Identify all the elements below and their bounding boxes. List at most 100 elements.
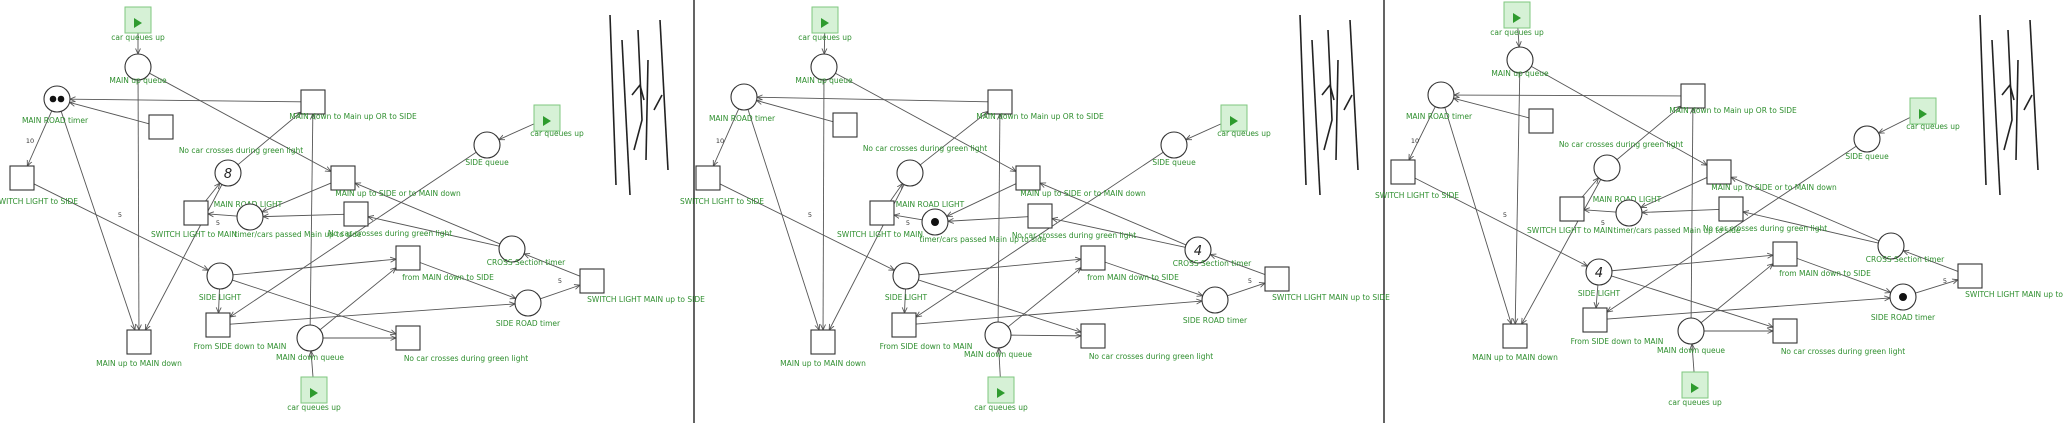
place-main-road-timer[interactable]: MAIN ROAD timer xyxy=(1406,81,1473,121)
transition-from-main-down-to-side[interactable]: from MAIN down to SIDE xyxy=(1080,245,1179,282)
transition-label: SWITCH LIGHT to MAIN xyxy=(151,230,237,239)
transition-main-up-to-main-down[interactable]: MAIN up to MAIN down xyxy=(96,329,182,368)
transition-switch-light-to-main[interactable]: SWITCH LIGHT to MAIN xyxy=(151,200,237,239)
transition-main-down-to-main-up-or-side[interactable]: MAIN down to Main up OR to SIDE xyxy=(1669,83,1797,115)
place-main-road-light[interactable]: MAIN ROAD LIGHT xyxy=(1593,154,1662,204)
transition-switch-light-main-up-to-side[interactable]: SWITCH LIGHT MAIN up to SIDE xyxy=(579,268,705,304)
place-main-down-queue[interactable]: MAIN down queue xyxy=(964,321,1032,359)
transition-no-car-crosses-2[interactable]: No car crosses during green light xyxy=(1012,203,1136,240)
place-timer-cars-passed[interactable]: timer/cars passed Main up to side xyxy=(234,203,362,239)
place-main-down-queue[interactable]: MAIN down queue xyxy=(1657,317,1725,355)
place-main-up-queue[interactable]: MAIN up queue xyxy=(795,53,853,85)
place-side-queue[interactable]: SIDE queue xyxy=(1845,125,1889,161)
transition-label: from MAIN down to SIDE xyxy=(1087,273,1179,282)
transition-switch-light-main-up-to-side[interactable]: SWITCH LIGHT MAIN up to SIDE xyxy=(1957,263,2064,299)
arc xyxy=(205,183,220,202)
place-side-light[interactable]: SIDE LIGHT xyxy=(199,262,242,302)
car-queues-up-source[interactable]: car queues up xyxy=(1490,1,1544,37)
car-queues-up-source[interactable]: car queues up xyxy=(1668,371,1722,407)
place-main-road-timer[interactable]: MAIN ROAD timer xyxy=(709,83,776,123)
transition-switch-light-to-side[interactable]: SWITCH LIGHT to SIDE xyxy=(0,165,78,206)
transition-label: MAIN down to Main up OR to SIDE xyxy=(289,112,417,121)
arc xyxy=(1700,264,1773,324)
transition-box xyxy=(1390,159,1416,185)
transition-from-side-down-to-main[interactable]: From SIDE down to MAIN xyxy=(880,312,973,351)
arc xyxy=(1454,95,1682,96)
transition-switch-light-to-main[interactable]: SWITCH LIGHT to MAIN xyxy=(1527,196,1613,235)
transition-main-up-to-main-down[interactable]: MAIN up to MAIN down xyxy=(780,329,866,368)
transition-no-car-crosses-3[interactable]: No car crosses during green light xyxy=(1772,318,1905,356)
source-box xyxy=(1503,1,1531,29)
place-main-road-light[interactable]: MAIN ROAD LIGHT xyxy=(896,159,965,209)
place-main-road-timer[interactable]: MAIN ROAD timer xyxy=(22,85,89,125)
car-queues-up-source[interactable]: car queues up xyxy=(111,6,165,42)
token-count: 8 xyxy=(224,167,232,182)
road-sketch xyxy=(1299,14,1359,196)
place-cross-section-timer[interactable]: CROSS Section timer xyxy=(487,235,566,267)
transition-no-car-crosses-2[interactable]: No car crosses during green light xyxy=(328,201,452,238)
transition-label: No car crosses during green light xyxy=(1089,352,1213,361)
arc-weight: 5 xyxy=(558,277,562,285)
arc xyxy=(1409,106,1436,160)
transition-label: from MAIN down to SIDE xyxy=(1779,269,1871,278)
car-queues-up-source[interactable]: car queues up xyxy=(530,104,584,138)
sketch-stroke xyxy=(1991,39,2001,196)
transition-main-up-to-main-down[interactable]: MAIN up to MAIN down xyxy=(1472,323,1558,362)
transition-main-down-to-main-up-or-side[interactable]: MAIN down to Main up OR to SIDE xyxy=(289,89,417,121)
transition-switch-light-to-side[interactable]: SWITCH LIGHT to SIDE xyxy=(680,165,764,206)
arc xyxy=(1642,209,1720,212)
car-queues-up-source[interactable]: car queues up xyxy=(287,376,341,412)
transition-label: From SIDE down to MAIN xyxy=(880,342,973,351)
transition-box xyxy=(891,312,917,338)
arc xyxy=(947,183,1017,217)
place-main-up-queue[interactable]: MAIN up queue xyxy=(1491,46,1549,78)
place-side-road-timer[interactable]: SIDE ROAD timer xyxy=(1183,286,1248,325)
transition-switch-light-to-main[interactable]: SWITCH LIGHT to MAIN xyxy=(837,200,923,239)
transition-main-up-to-side-or-main-down[interactable]: MAIN up to SIDE or to MAIN down xyxy=(1706,159,1837,192)
place-main-up-queue[interactable]: MAIN up queue xyxy=(109,53,167,85)
place-side-road-timer[interactable]: SIDE ROAD timer xyxy=(1871,283,1936,322)
place-side-road-timer[interactable]: SIDE ROAD timer xyxy=(496,289,561,328)
car-queues-up-source[interactable]: car queues up xyxy=(1217,104,1271,138)
transition-no-car-crosses-1[interactable]: No car crosses during green light xyxy=(148,114,303,155)
token xyxy=(931,218,939,226)
arc xyxy=(823,79,824,330)
place-cross-section-timer[interactable]: CROSS Section timer xyxy=(1866,232,1945,264)
transition-main-up-to-side-or-main-down[interactable]: MAIN up to SIDE or to MAIN down xyxy=(1015,165,1146,198)
car-queues-up-source[interactable]: car queues up xyxy=(1906,97,1960,131)
transition-box xyxy=(1582,307,1608,333)
transition-switch-light-main-up-to-side[interactable]: SWITCH LIGHT MAIN up to SIDE xyxy=(1264,266,1390,302)
place-side-queue[interactable]: SIDE queue xyxy=(465,131,509,167)
place-main-down-queue[interactable]: MAIN down queue xyxy=(276,324,344,362)
place-timer-cars-passed[interactable]: timer/cars passed Main up to side xyxy=(1613,199,1741,235)
place-label: SIDE LIGHT xyxy=(885,293,928,302)
transition-no-car-crosses-3[interactable]: No car crosses during green light xyxy=(1080,323,1213,361)
car-queues-up-source[interactable]: car queues up xyxy=(798,6,852,42)
arc xyxy=(835,72,1016,171)
transition-switch-light-to-side[interactable]: SWITCH LIGHT to SIDE xyxy=(1375,159,1459,200)
transition-main-up-to-side-or-main-down[interactable]: MAIN up to SIDE or to MAIN down xyxy=(330,165,461,198)
transition-from-side-down-to-main[interactable]: From SIDE down to MAIN xyxy=(1571,307,1664,346)
transition-no-car-crosses-3[interactable]: No car crosses during green light xyxy=(395,325,528,363)
transition-label: SWITCH LIGHT to MAIN xyxy=(837,230,923,239)
transition-from-main-down-to-side[interactable]: from MAIN down to SIDE xyxy=(395,245,494,282)
transition-no-car-crosses-1[interactable]: No car crosses during green light xyxy=(832,112,987,153)
transition-no-car-crosses-2[interactable]: No car crosses during green light xyxy=(1703,196,1827,233)
arc xyxy=(999,348,1001,378)
transition-from-main-down-to-side[interactable]: from MAIN down to SIDE xyxy=(1772,241,1871,278)
transition-main-down-to-main-up-or-side[interactable]: MAIN down to Main up OR to SIDE xyxy=(976,89,1104,121)
car-queues-up-source[interactable]: car queues up xyxy=(974,376,1028,412)
transition-from-side-down-to-main[interactable]: From SIDE down to MAIN xyxy=(194,312,287,351)
place-side-queue[interactable]: SIDE queue xyxy=(1152,131,1196,167)
source-label: car queues up xyxy=(1668,398,1722,407)
arc xyxy=(1186,123,1222,140)
place-timer-cars-passed[interactable]: timer/cars passed Main up to side xyxy=(919,208,1047,244)
place-side-light[interactable]: SIDE LIGHT xyxy=(885,262,928,302)
arc xyxy=(1518,27,1519,47)
transition-no-car-crosses-1[interactable]: No car crosses during green light xyxy=(1528,108,1683,149)
arc xyxy=(311,351,313,378)
